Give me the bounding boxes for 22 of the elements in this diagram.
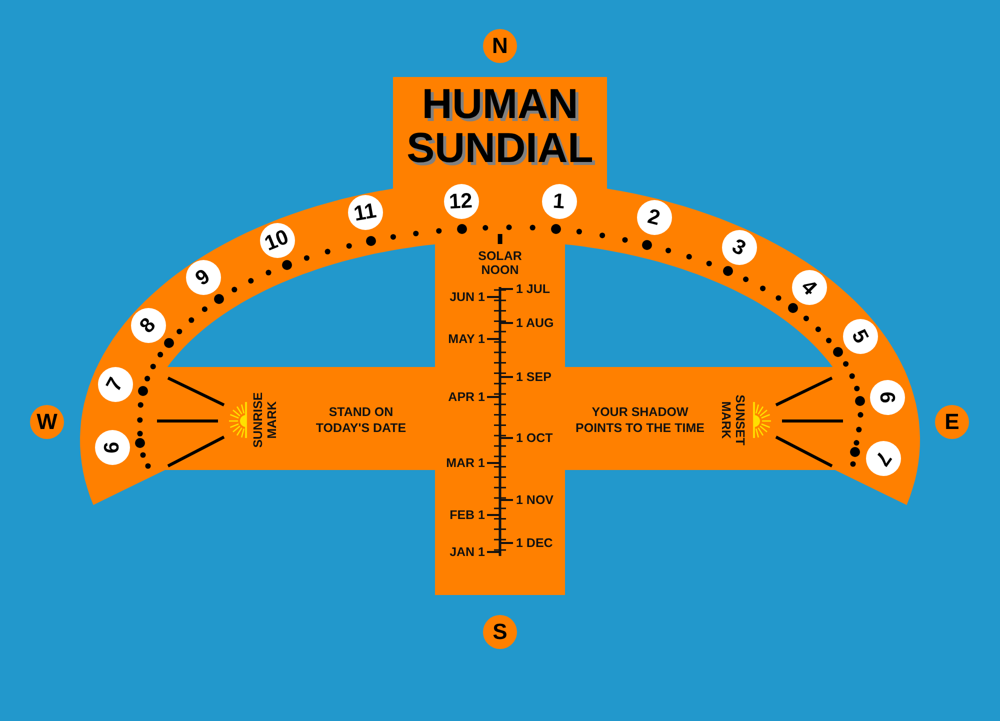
date-label: MAY 1 bbox=[448, 332, 485, 346]
date-label: MAR 1 bbox=[446, 456, 485, 470]
date-label: JAN 1 bbox=[450, 545, 485, 559]
date-label: 1 AUG bbox=[516, 316, 554, 330]
date-label: 1 SEP bbox=[516, 370, 552, 384]
compass-point: S bbox=[483, 615, 517, 649]
date-label: 1 JUL bbox=[516, 282, 550, 296]
date-label: JUN 1 bbox=[450, 290, 485, 304]
instruction-text: STAND ON TODAY'S DATE bbox=[314, 404, 408, 436]
mark-label: SUNSET MARK bbox=[719, 394, 747, 448]
mark-label: SUNRISE MARK bbox=[251, 391, 279, 450]
noon-label: SOLAR NOON bbox=[477, 249, 523, 277]
date-label: 1 NOV bbox=[516, 493, 554, 507]
compass-point: W bbox=[30, 405, 64, 439]
date-label: FEB 1 bbox=[450, 508, 485, 522]
title: HUMAN SUNDIAL bbox=[406, 82, 594, 170]
compass-point: N bbox=[483, 29, 517, 63]
date-label: 1 OCT bbox=[516, 431, 553, 445]
date-label: 1 DEC bbox=[516, 536, 553, 550]
instruction-text: YOUR SHADOW POINTS TO THE TIME bbox=[574, 404, 706, 436]
date-label: APR 1 bbox=[448, 390, 485, 404]
compass-point: E bbox=[935, 405, 969, 439]
